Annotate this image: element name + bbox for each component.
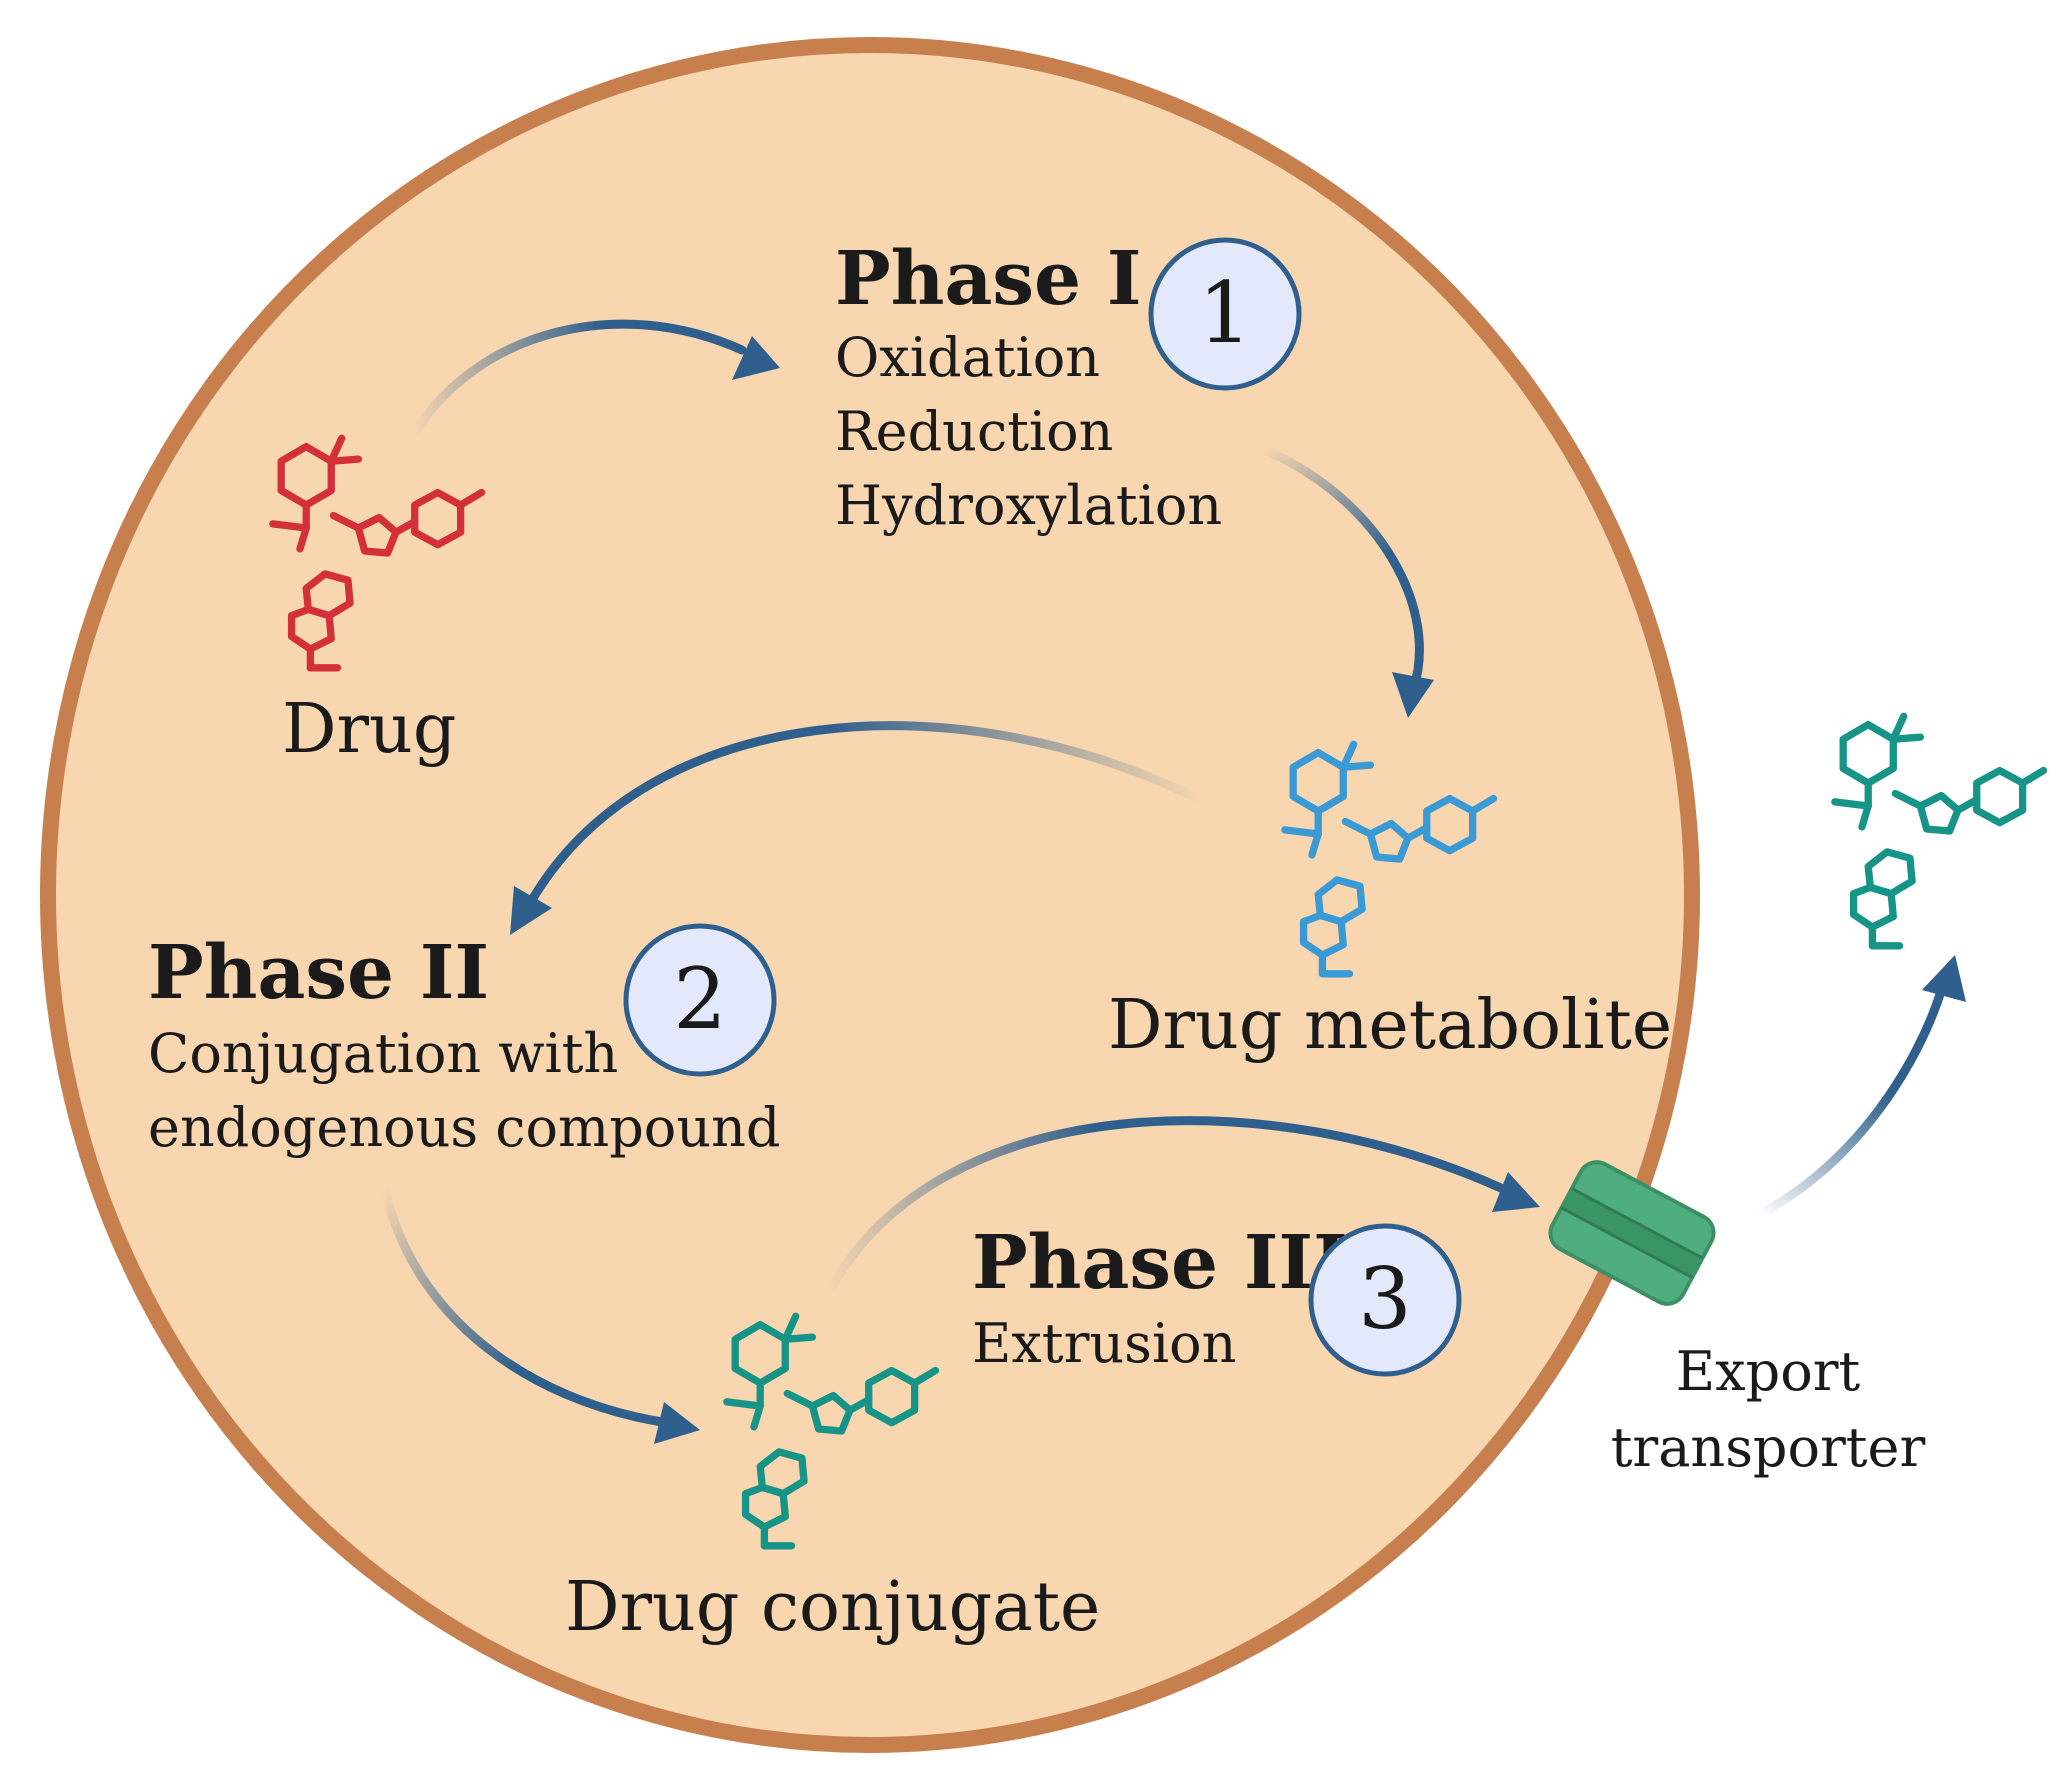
arrowhead-conjugate (654, 1402, 700, 1444)
arrowhead-phase1 (732, 336, 780, 380)
phase-2-line-1: Conjugation with (148, 1022, 618, 1085)
arrowhead-metabolite (1392, 672, 1434, 718)
phase-2-title: Phase II (148, 930, 489, 1016)
phase-3-title: Phase III (972, 1220, 1348, 1306)
arrow-metabolite-to-phase2 (527, 721, 1205, 905)
phase-1-badge: 1 (1148, 237, 1302, 391)
arrowhead-transporter (1492, 1172, 1540, 1212)
arrowheads (510, 336, 1966, 1444)
phase-1-line-1: Oxidation (835, 326, 1100, 389)
phase-3: Phase III Extrusion 3 (972, 1220, 1462, 1377)
phase-1-title: Phase I (835, 236, 1142, 322)
arrowhead-phase2 (510, 886, 552, 935)
drug-label: Drug (282, 690, 456, 769)
transporter-label-line1: Export (1676, 1340, 1861, 1403)
exported-molecule-icon (1835, 716, 2044, 946)
phase-1: Phase I Oxidation Reduction Hydroxylatio… (835, 236, 1302, 537)
arrow-conjugate-to-transporter (825, 1116, 1517, 1295)
metabolite-label: Drug metabolite (1108, 986, 1672, 1065)
arrows (380, 319, 1947, 1427)
phase-3-badge: 3 (1308, 1223, 1462, 1377)
arrow-phase2-to-conjugate (380, 1185, 667, 1427)
phase-2-badge: 2 (623, 923, 777, 1077)
phase-2-line-2: endogenous compound (148, 1096, 780, 1159)
phase-1-line-2: Reduction (835, 400, 1113, 463)
arrow-export (1757, 983, 1947, 1218)
phase-3-number: 3 (1358, 1250, 1411, 1348)
transporter-label-line2: transporter (1611, 1416, 1926, 1479)
arrow-phase1-to-metabolite (1260, 445, 1424, 695)
phase-1-line-3: Hydroxylation (835, 474, 1222, 537)
transporter-channel-icon (1548, 1160, 1716, 1306)
arrowhead-export (1922, 955, 1966, 1002)
phase-3-line-1: Extrusion (972, 1312, 1236, 1375)
arrow-drug-to-phase1 (410, 319, 747, 437)
phase-2-number: 2 (673, 950, 726, 1048)
phase-2: Phase II Conjugation with endogenous com… (148, 923, 780, 1159)
phase-1-number: 1 (1198, 264, 1251, 362)
conjugate-label: Drug conjugate (565, 1568, 1100, 1647)
